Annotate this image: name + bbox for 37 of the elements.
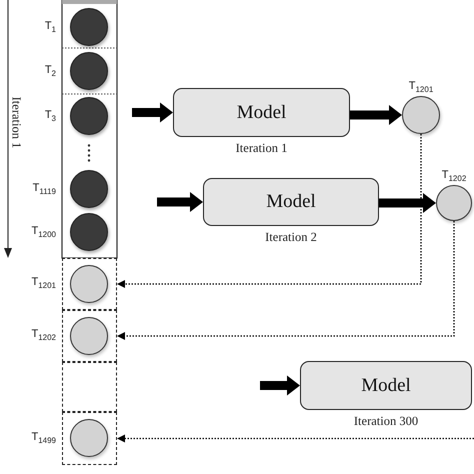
prediction-circle xyxy=(70,419,108,457)
block-arrow xyxy=(379,193,436,213)
time-step-label: T$_{1}$ xyxy=(44,20,56,34)
time-step-label: T$_{1119}$ xyxy=(32,182,56,196)
iteration-label: Iteration 1 xyxy=(236,141,288,156)
time-step-label: T$_{1201}$ xyxy=(31,276,56,291)
time-step-label: T$_{2}$ xyxy=(44,64,56,78)
prediction-circle xyxy=(436,185,472,221)
dashed-cell xyxy=(62,362,117,412)
model-box xyxy=(300,361,472,410)
dashed-cell xyxy=(62,310,117,362)
block-arrow xyxy=(132,102,173,122)
block-arrow xyxy=(260,376,300,396)
dotted-arrow xyxy=(117,134,422,288)
time-step-label: T$_{1200}$ xyxy=(31,224,56,240)
dashed-cell xyxy=(62,412,117,465)
dotted-arrow xyxy=(117,221,455,340)
time-step-label: T$_{1202}$ xyxy=(31,328,56,343)
block-arrow xyxy=(157,192,203,212)
iteration-label: Iteration 300 xyxy=(354,414,418,429)
model-label: Model xyxy=(266,191,316,213)
time-step-label: T$_{1201}$ xyxy=(408,80,434,94)
time-step-label: T$_{1499}$ xyxy=(31,430,56,446)
prediction-circle xyxy=(70,264,108,302)
prediction-circle xyxy=(70,316,108,354)
time-step-label: T$_{1202}$ xyxy=(442,168,466,183)
prediction-circle xyxy=(402,96,440,134)
dotted-arrow xyxy=(117,434,474,442)
model-box xyxy=(173,88,350,137)
axis-label: Iteration 1 xyxy=(8,96,24,150)
model-label: Model xyxy=(236,102,286,124)
iteration-label: Iteration 2 xyxy=(265,230,317,245)
time-step-label: T$_{3}$ xyxy=(44,108,56,124)
model-box xyxy=(203,178,379,226)
dashed-cell xyxy=(62,258,117,310)
block-arrow xyxy=(350,105,402,125)
model-label: Model xyxy=(361,374,411,396)
